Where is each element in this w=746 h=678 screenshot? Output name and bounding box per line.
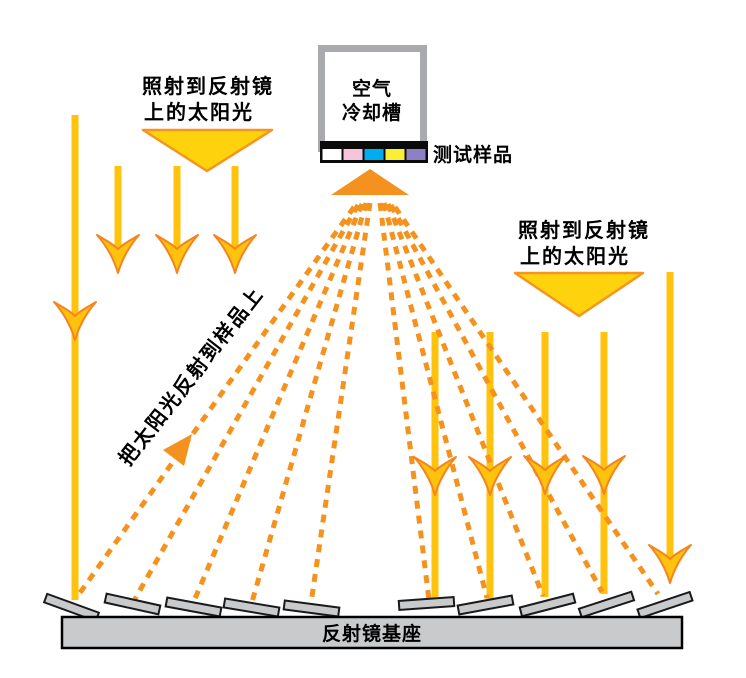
mirror-base-label: 反射镜基座 — [322, 622, 422, 645]
sample-swatch — [364, 149, 384, 160]
reflected-ray-dashed — [74, 205, 357, 599]
converging-beam-arrow — [331, 169, 409, 195]
right-sunlight-label-line1: 照射到反射镜 — [518, 218, 650, 242]
mirror — [636, 590, 694, 620]
left-sunlight-label-line1: 照射到反射镜 — [142, 74, 274, 98]
sun-rays-right — [431, 272, 674, 600]
mirror — [222, 597, 281, 618]
reflected-rays-dashed — [74, 202, 661, 604]
sunlight-triangle-right — [513, 271, 645, 318]
mirror — [282, 599, 341, 618]
mirror — [397, 596, 456, 611]
reflected-ray-dashed — [385, 203, 546, 597]
mirror-base — [60, 615, 684, 650]
reflect-to-sample-label: 把太阳光反射到样品上 — [114, 282, 268, 470]
reflected-ray-dashed — [392, 205, 661, 596]
mirror-field — [42, 590, 694, 623]
reflected-ray-dashed — [191, 203, 365, 602]
air-cooling-box-label-line2: 冷却槽 — [342, 101, 402, 124]
right-sunlight-label-line2: 上的太阳光 — [520, 244, 630, 268]
reflected-ray-dashed — [249, 202, 369, 603]
sample-swatch — [343, 149, 363, 160]
mirror — [577, 590, 636, 619]
reflected-ray-dashed — [388, 203, 605, 594]
test-sample-label: 测试样品 — [433, 143, 513, 166]
mirror — [103, 592, 162, 616]
sample-swatch — [322, 149, 342, 160]
reflected-ray-dashed — [308, 202, 373, 604]
reflected-ray-arrowhead-icon — [163, 434, 192, 466]
mirror — [456, 594, 515, 616]
sample-swatch — [385, 149, 405, 160]
reflected-ray-dashed — [377, 202, 432, 601]
test-sample-strip — [320, 141, 428, 163]
sun-rays-left — [71, 115, 239, 600]
mirror — [164, 596, 223, 618]
left-sunlight-label-line2: 上的太阳光 — [144, 100, 254, 124]
mirror — [518, 592, 577, 618]
sunlight-triangle-left — [141, 128, 274, 173]
reflected-ray-dashed — [132, 203, 361, 601]
air-cooling-box-label-line1: 空气 — [352, 77, 392, 100]
sample-swatch — [406, 149, 426, 160]
